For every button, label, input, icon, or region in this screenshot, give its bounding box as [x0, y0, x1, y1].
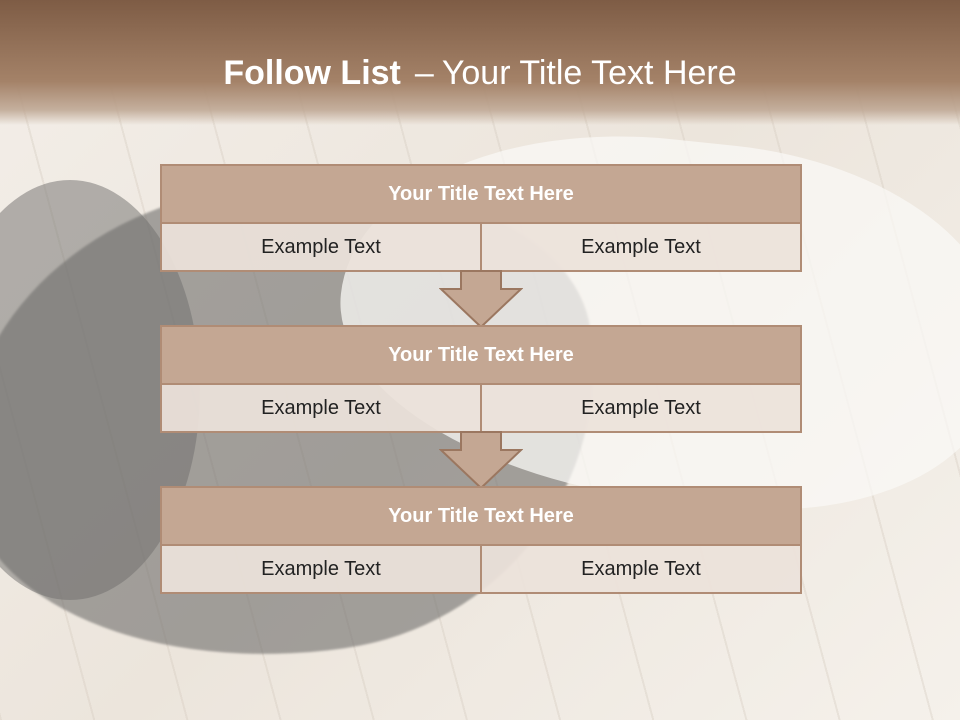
down-arrow-icon [439, 431, 523, 490]
list-block-1: Your Title Text Here Example Text Exampl… [160, 164, 802, 272]
slide-title: Follow List–Your Title Text Here [0, 54, 960, 93]
title-banner: Follow List–Your Title Text Here [0, 0, 960, 125]
block-cell-right: Example Text [480, 546, 800, 592]
list-block-2: Your Title Text Here Example Text Exampl… [160, 325, 802, 433]
block-title: Your Title Text Here [162, 327, 800, 385]
title-rest: Your Title Text Here [441, 54, 737, 92]
down-arrow-icon [439, 270, 523, 329]
block-cell-left: Example Text [261, 235, 381, 258]
block-row: Example Text Example Text [162, 546, 800, 592]
block-cell-left: Example Text [261, 396, 381, 419]
block-title: Your Title Text Here [162, 488, 800, 546]
block-cell-left: Example Text [261, 557, 381, 580]
block-cell-right: Example Text [480, 224, 800, 270]
block-row: Example Text Example Text [162, 224, 800, 270]
block-title: Your Title Text Here [162, 166, 800, 224]
title-separator: – [414, 54, 434, 92]
block-row: Example Text Example Text [162, 385, 800, 431]
list-block-3: Your Title Text Here Example Text Exampl… [160, 486, 802, 594]
title-bold: Follow List [223, 54, 401, 92]
block-cell-right: Example Text [480, 385, 800, 431]
